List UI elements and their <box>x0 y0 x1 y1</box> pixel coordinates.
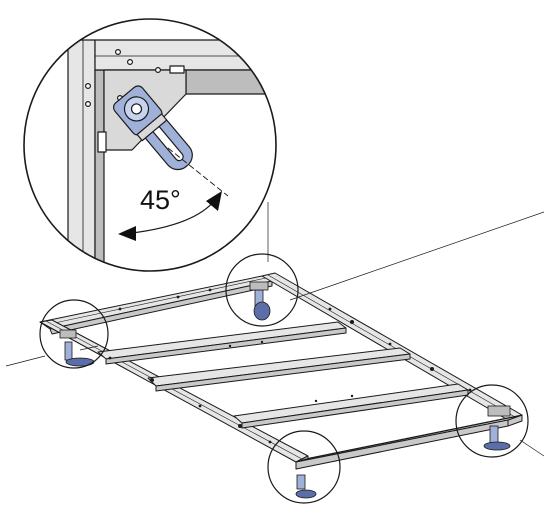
corner-highlight-top <box>225 253 299 327</box>
perspective-lines <box>5 202 544 457</box>
detail-rail-vertical <box>67 39 105 271</box>
angle-indicator: 45° <box>118 147 229 241</box>
adjustable-foot-top <box>249 281 271 321</box>
frame-rail-front <box>295 414 523 470</box>
detail-magnifier: 45° <box>23 18 277 272</box>
cross-bar-2 <box>147 347 411 392</box>
angle-reference-line <box>167 147 229 197</box>
frame-rail-back <box>39 275 273 335</box>
adjustable-foot-detail <box>112 85 193 171</box>
adjustable-foot-right <box>483 405 511 451</box>
rail-fasteners <box>108 288 472 444</box>
angle-arrow-right <box>206 191 222 211</box>
corner-highlight-left <box>39 299 109 369</box>
cross-bar-3 <box>233 383 469 429</box>
adjustable-feet <box>59 281 511 499</box>
corner-highlights <box>39 253 529 504</box>
angle-arc <box>131 199 216 234</box>
corner-highlight-bottom <box>267 430 341 504</box>
shower-tray-frame <box>39 272 523 470</box>
corner-highlight-right <box>455 384 529 458</box>
cross-bar-1 <box>97 321 347 365</box>
angle-arrow-left <box>118 226 136 241</box>
adjustable-foot-bottom <box>295 474 317 499</box>
angle-label: 45° <box>140 185 181 215</box>
